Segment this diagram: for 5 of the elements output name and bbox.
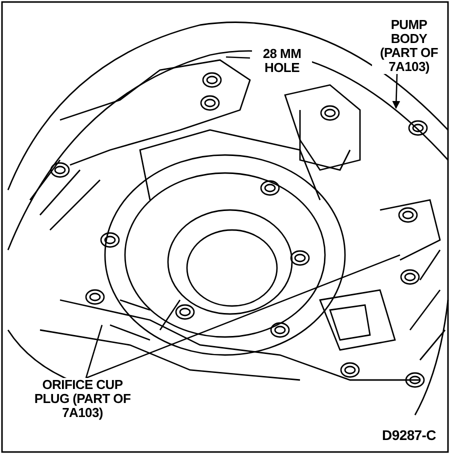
- leader-line: [86, 254, 400, 379]
- callout-label: 28 MM HOLE: [252, 47, 312, 75]
- leader-line: [392, 74, 400, 109]
- leader-line: [226, 56, 250, 59]
- leader-line: [85, 324, 103, 378]
